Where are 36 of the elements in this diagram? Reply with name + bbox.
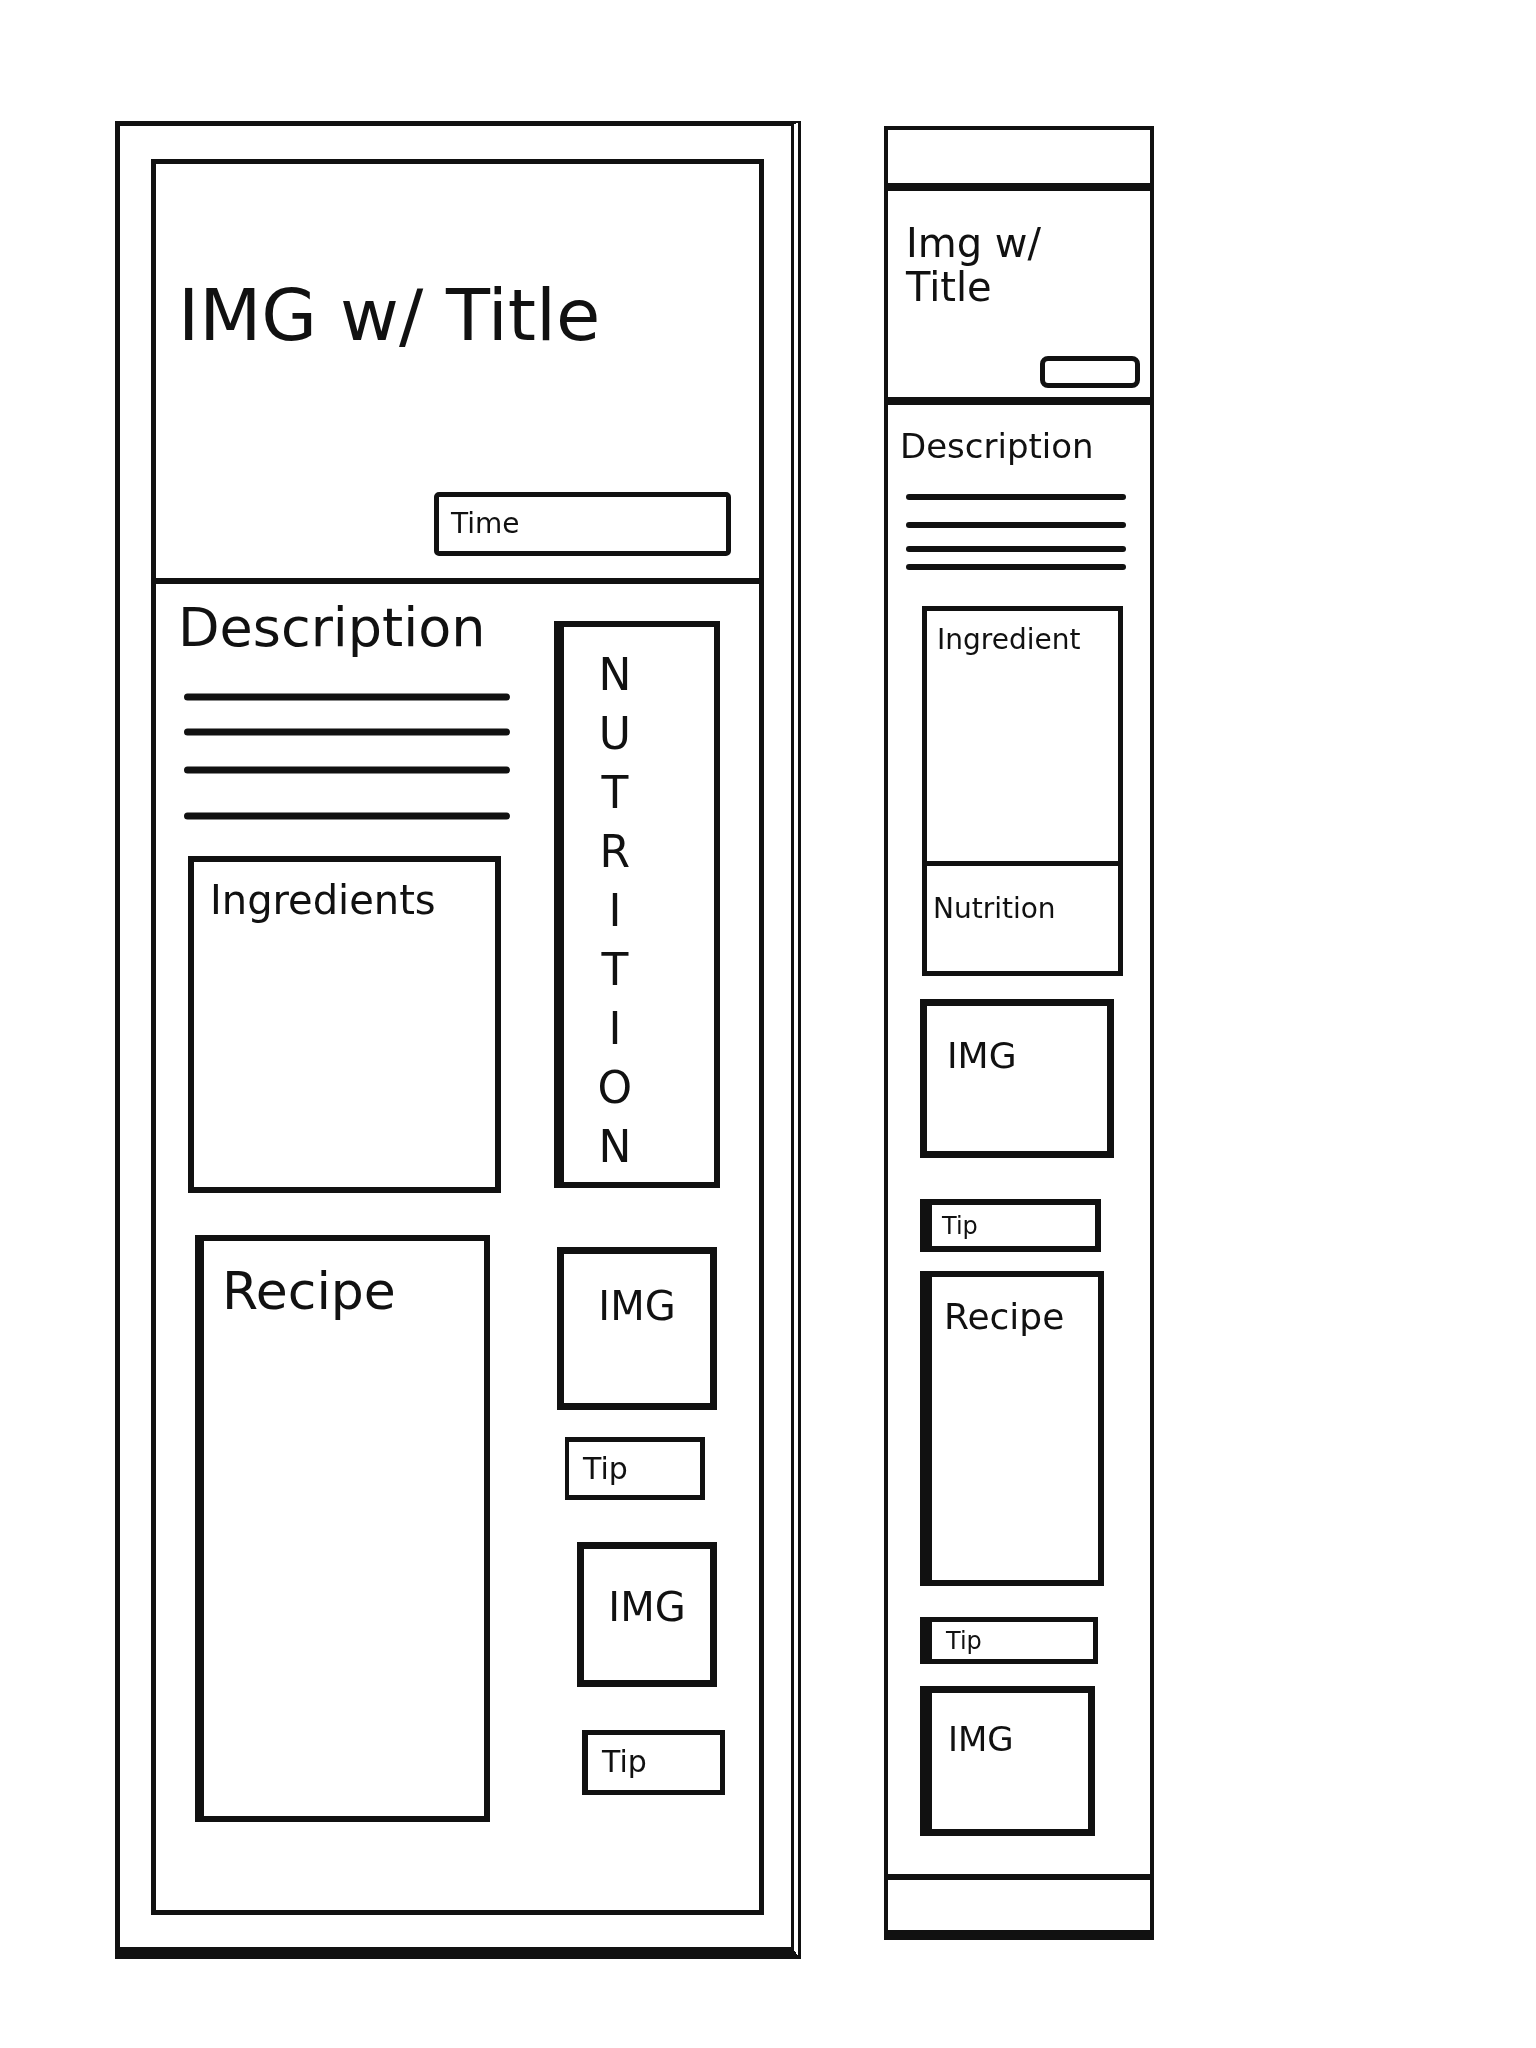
- tip-panel: [582, 1730, 725, 1795]
- ingredients-panel: [188, 856, 501, 1193]
- tip-panel: [565, 1437, 705, 1500]
- time-badge: [434, 492, 731, 556]
- tip-panel: [920, 1617, 1098, 1664]
- hero-image-panel: [888, 183, 1150, 405]
- tip-label: Tip: [583, 1452, 628, 1485]
- hero-title: IMG w/ Title: [178, 276, 601, 356]
- hero-title: Img w/ Title: [906, 221, 1043, 309]
- recipe-panel: [195, 1235, 490, 1822]
- section-heading: Description: [900, 428, 1094, 466]
- image-panel: [920, 1686, 1095, 1836]
- section-title: Recipe: [944, 1297, 1065, 1337]
- nutrition-panel: [554, 621, 720, 1188]
- tip-label: Tip: [602, 1745, 647, 1778]
- tip-panel: [920, 1199, 1101, 1252]
- time-label: Time: [451, 509, 520, 540]
- image-label: IMG: [608, 1585, 686, 1629]
- section-heading: Description: [178, 598, 486, 658]
- tip-label: Tip: [946, 1628, 982, 1655]
- image-panel: [920, 999, 1114, 1158]
- image-panel: [577, 1542, 717, 1687]
- mobile-frame: [884, 126, 1154, 1940]
- section-title: Ingredients: [210, 878, 436, 922]
- section-title: Ingredient: [937, 625, 1081, 656]
- time-badge: [1040, 356, 1140, 388]
- section-title: Recipe: [222, 1263, 396, 1321]
- section-title: NUTRITION: [590, 649, 639, 1180]
- image-panel: [557, 1247, 717, 1410]
- ingredients-panel: [922, 606, 1123, 976]
- image-label: IMG: [947, 1036, 1017, 1076]
- tip-label: Tip: [942, 1213, 978, 1240]
- image-label: IMG: [598, 1284, 676, 1328]
- recipe-panel: [920, 1271, 1104, 1586]
- image-label: IMG: [948, 1721, 1014, 1759]
- section-title: Nutrition: [933, 894, 1056, 925]
